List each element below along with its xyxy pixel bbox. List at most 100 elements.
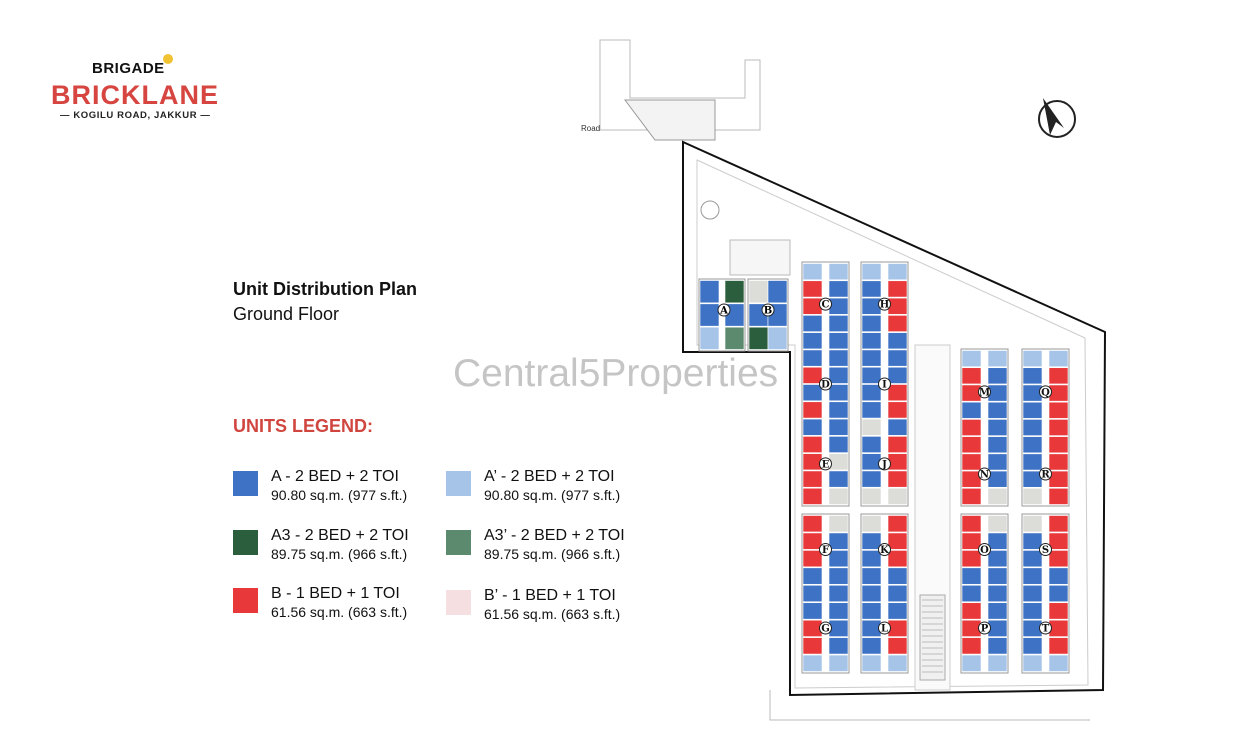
unit-cell — [861, 332, 882, 350]
unit-cell — [1022, 487, 1043, 505]
unit-cell — [828, 263, 849, 281]
block-label-circle — [878, 377, 891, 391]
unit-cell — [1048, 401, 1069, 419]
block-label-circle — [978, 385, 991, 399]
block-label: P — [981, 624, 989, 635]
unit-cell — [887, 349, 908, 367]
unit-cell — [699, 303, 720, 327]
unit-cell — [887, 515, 908, 533]
north-arrow-needle — [1043, 98, 1064, 135]
unit-cell — [887, 550, 908, 568]
logo-brand: BRIGADE — [92, 60, 165, 77]
unit-cell — [861, 532, 882, 550]
unit-cell — [802, 515, 823, 533]
unit-cell — [828, 349, 849, 367]
unit-cell — [961, 602, 982, 620]
legend-unit-area: 90.80 sq.m. (977 s.ft.) — [271, 487, 408, 503]
block-label-circle — [1039, 621, 1052, 635]
unit-cell — [887, 401, 908, 419]
unit-cell — [887, 297, 908, 315]
unit-cell — [724, 280, 745, 304]
unit-cell — [802, 263, 823, 281]
unit-cell — [828, 418, 849, 436]
unit-cell — [987, 602, 1008, 620]
legend-swatch — [233, 588, 258, 613]
unit-cell — [802, 418, 823, 436]
unit-cell — [887, 315, 908, 332]
unit-cell — [1022, 532, 1043, 550]
unit-cell — [802, 401, 823, 419]
unit-cell — [828, 602, 849, 620]
unit-cell — [1048, 584, 1069, 603]
unit-cell — [1022, 419, 1043, 436]
unit-cell — [961, 350, 982, 368]
unit-cell — [861, 280, 882, 298]
staircase — [919, 594, 946, 681]
unit-cell — [861, 487, 882, 505]
unit-cell — [828, 515, 849, 533]
unit-cell — [987, 419, 1008, 436]
unit-cell — [802, 436, 823, 453]
unit-cell — [802, 384, 823, 402]
block-label-circle — [819, 457, 832, 471]
inner-driveway — [696, 159, 1089, 689]
block-label: I — [882, 380, 887, 391]
unit-cell — [987, 515, 1008, 533]
unit-cell — [1048, 515, 1069, 533]
unit-cell — [887, 654, 908, 672]
block-label: O — [980, 545, 989, 556]
unit-cell — [887, 487, 908, 505]
logo-project: BRICKLANE — [51, 80, 219, 110]
unit-cell — [1048, 487, 1069, 505]
legend-swatch — [446, 590, 471, 615]
unit-cell — [1048, 367, 1069, 385]
unit-cell — [861, 453, 882, 471]
unit-cell — [861, 550, 882, 568]
unit-cell — [861, 315, 882, 332]
legend-swatch — [446, 530, 471, 555]
unit-cell — [861, 470, 882, 488]
legend-unit-area: 90.80 sq.m. (977 s.ft.) — [484, 487, 621, 503]
block-label-circle — [978, 467, 991, 481]
block-label: D — [821, 380, 830, 391]
legend-swatch — [446, 471, 471, 496]
legend-item: A3 - 2 BED + 2 TOI 89.75 sq.m. (966 s.ft… — [233, 526, 409, 564]
legend-unit-name: A’ - 2 BED + 2 TOI — [484, 468, 615, 485]
unit-cell — [1048, 567, 1069, 585]
unit-cell — [887, 384, 908, 402]
unit-cell — [861, 297, 882, 315]
unit-cell — [802, 602, 823, 620]
unit-cell — [961, 567, 982, 585]
unit-cell — [1048, 602, 1069, 620]
legend-title: UNITS LEGEND: — [233, 416, 374, 436]
block-label-circle — [978, 543, 991, 557]
legend-swatch — [233, 471, 258, 496]
entry-stairs — [729, 239, 791, 276]
logo-location: — KOGILU ROAD, JAKKUR — — [60, 110, 211, 121]
unit-cell — [828, 436, 849, 453]
unit-cell — [1022, 515, 1043, 533]
unit-cell — [961, 550, 982, 568]
unit-cell — [987, 367, 1008, 385]
block-label: K — [880, 545, 889, 556]
block-label: M — [979, 387, 990, 398]
block-label: L — [881, 624, 888, 635]
block-label-circle — [819, 297, 832, 311]
unit-cell — [987, 532, 1008, 550]
unit-cell — [748, 326, 769, 350]
unit-cell — [861, 349, 882, 367]
unit-cell — [887, 280, 908, 298]
unit-cell — [802, 550, 823, 568]
unit-cell — [828, 297, 849, 315]
plan-title: Unit Distribution Plan — [233, 279, 417, 299]
block-label: A — [719, 306, 728, 317]
unit-cell — [861, 418, 882, 436]
roundabout — [700, 200, 720, 220]
block-label-circle — [1039, 543, 1052, 557]
legend-swatch — [233, 530, 258, 555]
unit-cell — [802, 637, 823, 655]
block-label-circle — [819, 543, 832, 557]
unit-cell — [987, 550, 1008, 568]
unit-cell — [887, 567, 908, 585]
